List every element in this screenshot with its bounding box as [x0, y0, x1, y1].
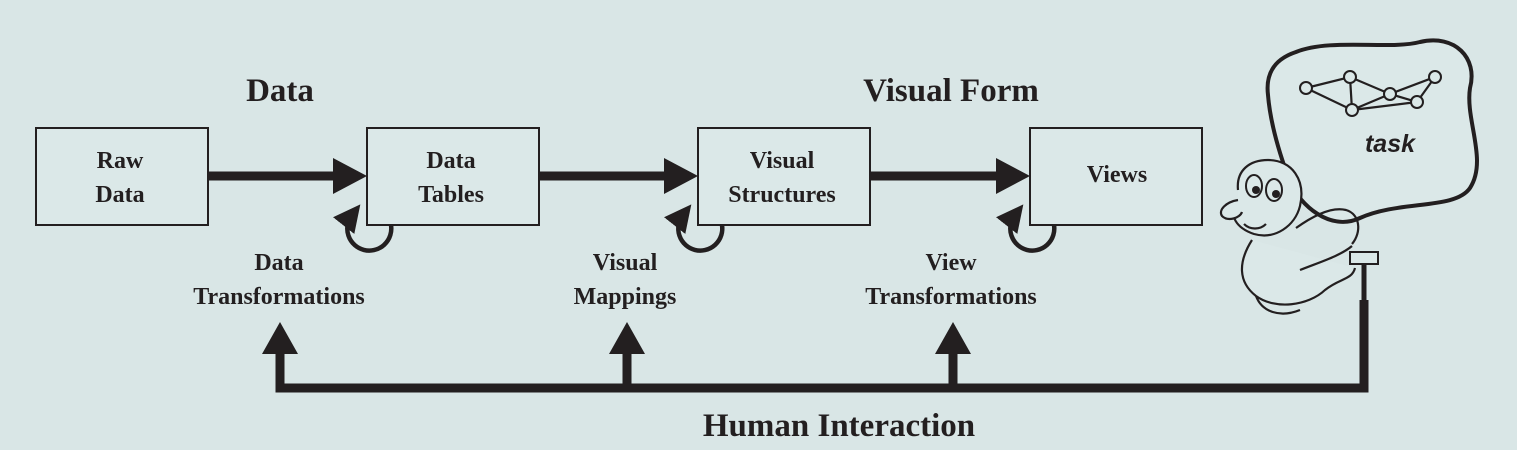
- label-data-transformations-line1: Data: [254, 250, 303, 276]
- box-raw-data: Raw Data: [35, 127, 209, 226]
- label-view-transformations-line2: Transformations: [865, 284, 1037, 310]
- box-views-label: Views: [1087, 162, 1147, 188]
- label-visual-mappings-line2: Mappings: [574, 284, 677, 310]
- loop-visual-mappings-icon: [664, 204, 725, 253]
- box-visual-structures-line2: Structures: [728, 182, 836, 208]
- label-visual-mappings-line1: Visual: [593, 250, 658, 276]
- box-visual-structures-line1: Visual: [750, 148, 815, 174]
- user-figure-icon: [1219, 158, 1379, 315]
- label-view-transformations-line1: View: [925, 250, 977, 276]
- box-data-tables-line2: Tables: [418, 182, 484, 208]
- loop-view-transformations-icon: [996, 204, 1057, 253]
- box-data-tables: Data Tables: [366, 127, 540, 226]
- arrow-structures-to-views: [870, 158, 1030, 194]
- box-raw-data-line1: Raw: [97, 148, 144, 174]
- box-visual-structures: Visual Structures: [697, 127, 871, 226]
- box-raw-data-line2: Data: [95, 182, 144, 208]
- arrow-raw-to-tables: [208, 158, 367, 194]
- loop-data-transformations-icon: [333, 204, 394, 253]
- task-graph-icon: [1299, 70, 1442, 117]
- heading-data: Data: [246, 73, 314, 109]
- label-human-interaction: Human Interaction: [703, 408, 975, 444]
- arrow-tables-to-structures: [539, 158, 698, 194]
- task-thought-bubble: task: [1265, 38, 1479, 224]
- human-interaction-path: [262, 300, 1369, 393]
- heading-visual-form: Visual Form: [863, 73, 1039, 109]
- box-data-tables-line1: Data: [426, 148, 475, 174]
- label-data-transformations-line2: Transformations: [193, 284, 365, 310]
- task-label: task: [1365, 130, 1416, 158]
- box-views: Views: [1029, 127, 1203, 226]
